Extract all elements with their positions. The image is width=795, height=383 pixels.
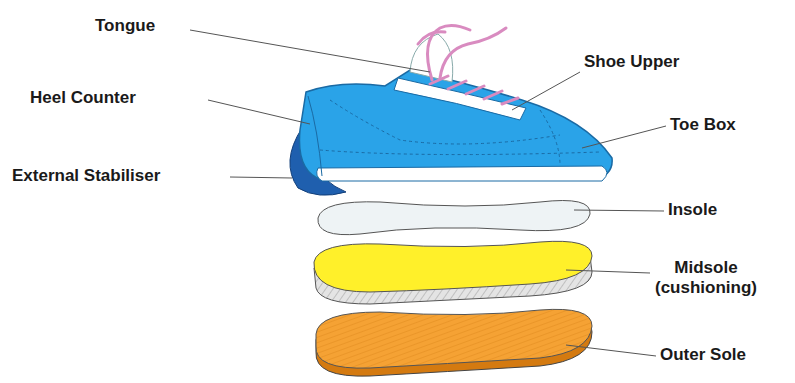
leader-lines xyxy=(190,30,666,356)
insole xyxy=(318,201,590,235)
laces xyxy=(418,25,518,104)
part-label: Insole xyxy=(668,200,717,220)
part-label: External Stabiliser xyxy=(12,166,160,186)
part-label: Midsole (cushioning) xyxy=(650,258,762,298)
outer-sole xyxy=(316,309,592,376)
part-label: Outer Sole xyxy=(660,345,746,365)
part-label: Shoe Upper xyxy=(584,52,679,72)
part-label: Tongue xyxy=(95,16,155,36)
part-label: Toe Box xyxy=(670,115,736,135)
part-label: Heel Counter xyxy=(30,88,136,108)
shoe-upper xyxy=(299,34,612,181)
midsole xyxy=(314,241,592,304)
